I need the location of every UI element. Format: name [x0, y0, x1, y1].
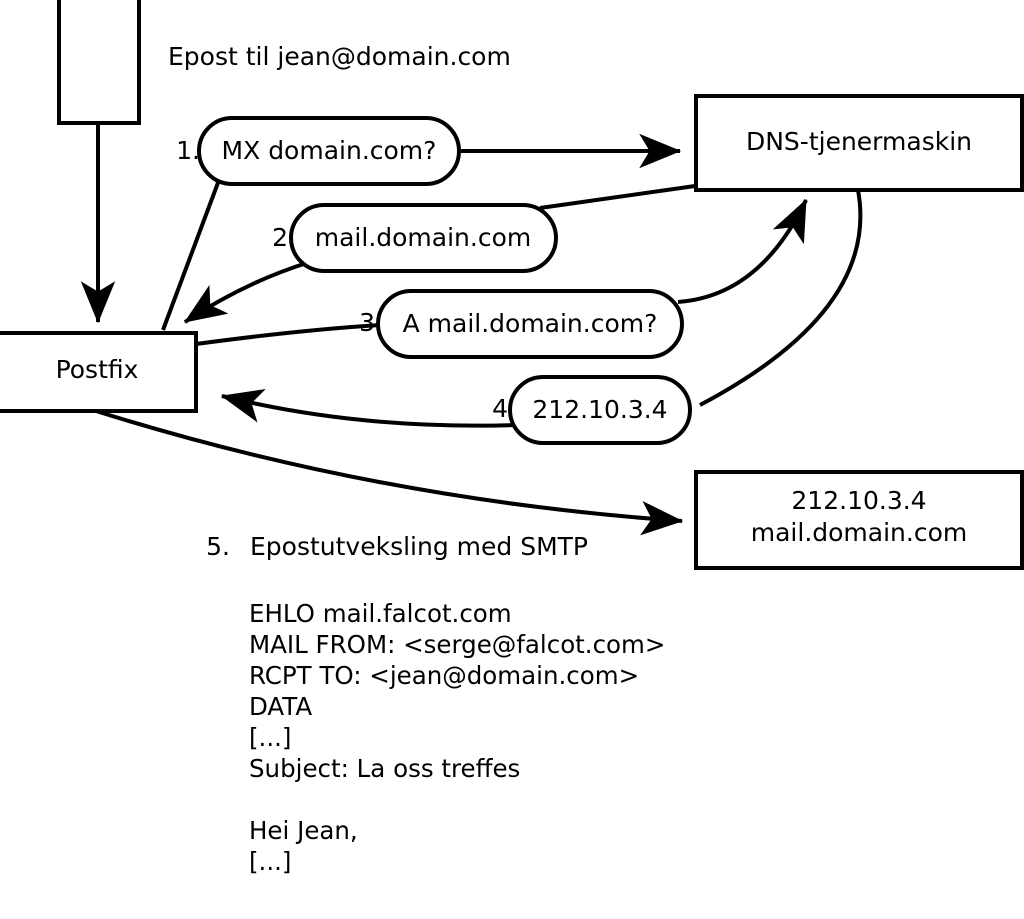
- bubble-mx-answer: [289, 203, 558, 273]
- email-note-label: Epost til jean@domain.com: [168, 42, 511, 71]
- node-client-box: [57, 0, 141, 125]
- edge-postfix-to-a-query: [195, 323, 381, 346]
- bubble-a-query-label: A mail.domain.com?: [403, 309, 658, 338]
- transcript-line: [...]: [249, 847, 292, 876]
- edge-mx-answer-to-postfix: [183, 260, 311, 324]
- node-dns-box: [694, 94, 1024, 192]
- bubble-mx-query-label: MX domain.com?: [222, 136, 437, 165]
- bubble-a-answer: [508, 375, 692, 445]
- node-postfix-label: Postfix: [56, 355, 139, 384]
- node-mailserver-host: mail.domain.com: [751, 518, 967, 547]
- node-mailserver-box: [694, 470, 1024, 570]
- edge-postfix-to-mailserver: [95, 409, 684, 536]
- transcript-line: [...]: [249, 723, 292, 752]
- node-dns-label: DNS-tjenermaskin: [746, 127, 972, 156]
- node-postfix-box: [0, 331, 198, 413]
- edge-dns-to-a-answer: [699, 189, 863, 407]
- bubble-a-query: [376, 289, 684, 359]
- bubble-mx-answer-label: mail.domain.com: [315, 223, 531, 252]
- transcript-line: Hei Jean,: [249, 816, 358, 845]
- edge-a-query-to-dns: [677, 198, 808, 304]
- transcript-line: [249, 784, 949, 815]
- transcript-line: Subject: La oss treffes: [249, 754, 521, 783]
- transcript-line: .: [249, 908, 949, 919]
- transcript-line: RCPT TO: <jean@domain.com>: [249, 661, 640, 690]
- bubble-mx-query: [197, 116, 461, 186]
- step-1-number: 1.: [176, 136, 200, 165]
- bubble-a-answer-label: 212.10.3.4: [532, 395, 667, 424]
- step-5-number: 5.: [206, 532, 230, 561]
- edge-a-answer-to-postfix: [220, 389, 517, 428]
- node-mailserver-ip: 212.10.3.4: [791, 486, 926, 515]
- transcript-line: EHLO mail.falcot.com: [249, 599, 512, 628]
- transcript-line: [249, 877, 949, 908]
- edge-postfix-to-mx-query: [161, 179, 221, 331]
- step-5-label: Epostutveksling med SMTP: [250, 532, 588, 561]
- transcript-line: DATA: [249, 692, 313, 721]
- edge-dns-to-mx-answer: [539, 184, 696, 210]
- transcript-line: MAIL FROM: <serge@falcot.com>: [249, 630, 666, 659]
